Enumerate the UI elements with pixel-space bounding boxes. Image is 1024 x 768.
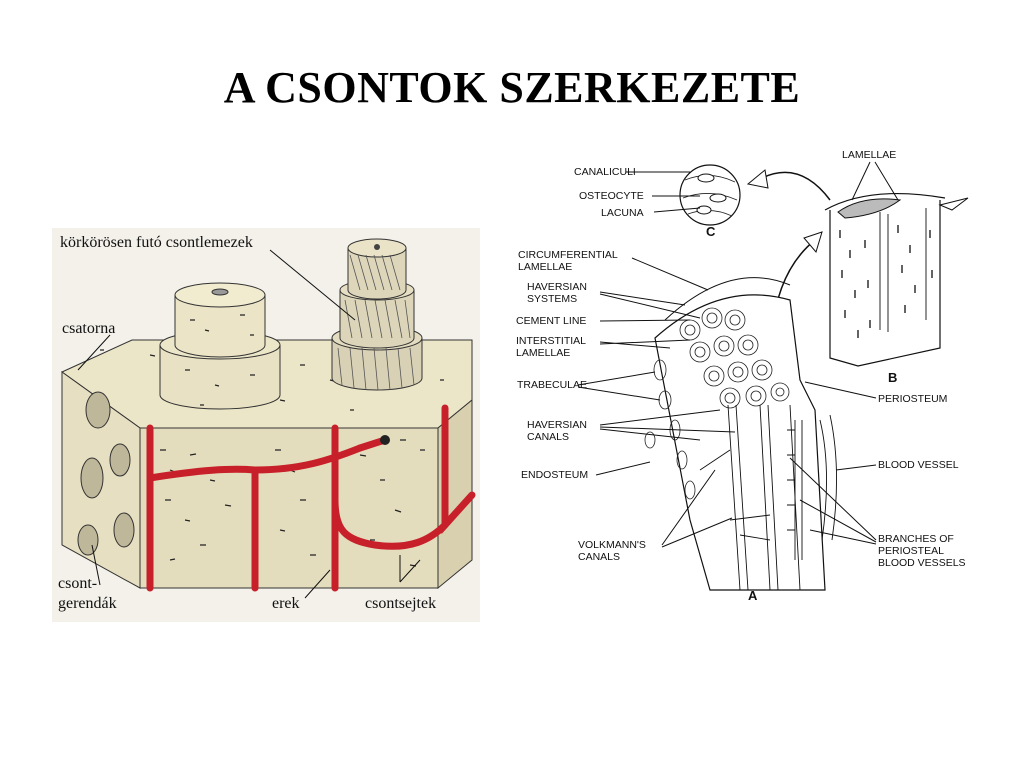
leader-branches — [789, 457, 877, 545]
trabecula-space — [109, 443, 131, 477]
leader-endosteum — [595, 461, 651, 476]
panel-c-letter: C — [706, 224, 716, 239]
panel-c-osteocyte-detail: C — [679, 164, 741, 239]
label-canal: csatorna — [62, 320, 115, 337]
leader-lacuna — [653, 207, 701, 213]
label-endosteum: ENDOSTEUM — [521, 469, 588, 481]
leader-periosteum — [804, 381, 877, 399]
label-osteocyte: OSTEOCYTE — [579, 190, 644, 202]
label-haversian-canals-1: HAVERSIAN — [527, 419, 587, 431]
panel-b-letter: B — [888, 370, 897, 385]
haversian-system-rings — [679, 307, 790, 409]
label-canaliculi: CANALICULI — [574, 166, 636, 178]
label-volkmann-1: VOLKMANN'S — [578, 539, 646, 551]
trabecula-space — [85, 391, 111, 429]
panel-b-osteon-section: B — [824, 192, 969, 385]
label-trabeculae-2: gerendák — [58, 595, 117, 612]
leader-haversian-canals — [599, 409, 736, 441]
label-vessels: erek — [272, 595, 300, 612]
leader-lamellae — [269, 249, 356, 321]
leader-circumferential — [631, 257, 709, 291]
vessel-opening — [380, 435, 390, 445]
left-bone-illustration: körkörösen futó csontlemezek csatorna cs… — [52, 228, 480, 622]
label-periosteum: PERIOSTEUM — [878, 393, 947, 405]
label-blood-vessel: BLOOD VESSEL — [878, 459, 959, 471]
label-branches-1: BRANCHES OF — [878, 533, 954, 545]
leader-volkmann — [661, 469, 733, 548]
right-bone-illustration: C CANALICULI OSTEOCYTE LACUNA B LAMELLAE — [516, 149, 969, 603]
label-cement-line: CEMENT LINE — [516, 315, 586, 327]
label-trabeculae: TRABECULAE — [517, 379, 587, 391]
leader-haversian-systems — [599, 291, 701, 319]
osteon-cylinder-lamellae — [159, 282, 281, 410]
label-interstitial-2: LAMELLAE — [516, 347, 570, 359]
blood-vessels — [146, 404, 476, 592]
periosteal-vessels — [787, 414, 837, 560]
label-circumferential-1: CIRCUMFERENTIAL — [518, 249, 618, 261]
trabecula-space — [80, 457, 104, 499]
leader-canal — [77, 334, 111, 371]
label-trabeculae-1: csont- — [58, 575, 97, 592]
label-volkmann-2: CANALS — [578, 551, 620, 563]
haversian-canals — [699, 404, 801, 591]
label-lacuna: LACUNA — [601, 207, 644, 219]
trabecula-space — [77, 524, 99, 556]
leader-trabeculae-right — [577, 371, 661, 401]
leader-cement-line — [599, 319, 691, 322]
leader-vessels — [304, 569, 331, 599]
osteon-cylinder-striped — [331, 238, 423, 391]
trabecula-space — [113, 512, 135, 548]
panel-a-letter: A — [748, 588, 758, 603]
label-haversian-systems-2: SYSTEMS — [527, 293, 577, 305]
leader-interstitial — [599, 339, 691, 349]
leader-trabeculae — [91, 544, 101, 586]
label-haversian-canals-2: CANALS — [527, 431, 569, 443]
arrow-head-b — [803, 231, 823, 254]
arrow-to-panel-c — [761, 171, 831, 201]
panel-a-bone-wedge: A — [644, 277, 837, 603]
arrow-head-c — [746, 169, 769, 189]
label-lamellae-top: LAMELLAE — [842, 149, 896, 161]
leader-lamellae-top — [851, 161, 899, 201]
label-haversian-systems-1: HAVERSIAN — [527, 281, 587, 293]
block-front-face — [139, 427, 439, 589]
leader-bone-cells — [399, 555, 421, 583]
leader-blood-vessel — [835, 464, 877, 471]
slide-title: A CSONTOK SZERKEZETE — [223, 63, 801, 112]
label-concentric-lamellae: körkörösen futó csontlemezek — [60, 234, 253, 251]
label-interstitial-1: INTERSTITIAL — [516, 335, 586, 347]
trabeculae-spaces — [644, 359, 696, 500]
label-branches-3: BLOOD VESSELS — [878, 557, 966, 569]
label-branches-2: PERIOSTEAL — [878, 545, 944, 557]
label-bone-cells: csontsejtek — [365, 595, 436, 612]
label-circumferential-2: LAMELLAE — [518, 261, 572, 273]
